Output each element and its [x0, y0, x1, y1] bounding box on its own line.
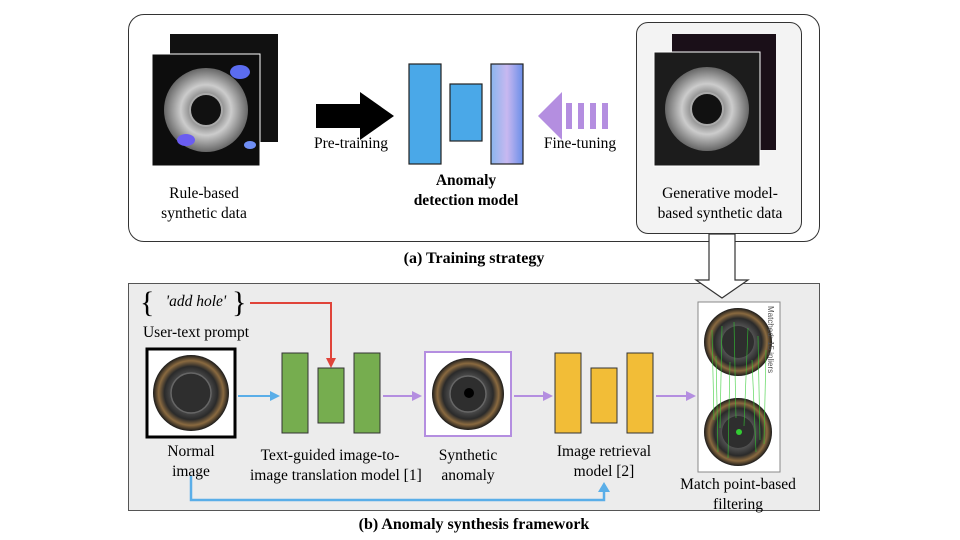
translation-decoder-block	[353, 352, 381, 434]
finetuning-label: Fine-tuning	[543, 135, 617, 152]
pretraining-label: Pre-training	[313, 135, 389, 152]
retrieval-encoder-block	[554, 352, 582, 434]
normal-to-retrieval-arrow	[189, 476, 606, 502]
translation-label-line2: image translation model [1]	[250, 467, 422, 484]
synthetic-label-line1: Synthetic	[438, 447, 498, 464]
retrieval-label-line2: model [2]	[573, 463, 635, 480]
retrieval-bottleneck-block	[590, 367, 618, 424]
transfer-arrow	[694, 233, 750, 299]
filter-label: Match point-based filtering	[670, 475, 806, 515]
translation-label: Text-guided image-to- image translation …	[250, 446, 422, 486]
translation-label-line1: Text-guided image-to-	[260, 447, 400, 464]
translation-encoder-block	[281, 352, 309, 434]
normal-label: Normal image	[150, 442, 232, 482]
rule-based-label: Rule-based synthetic data	[156, 184, 252, 224]
prompt-text: 'add hole'	[165, 293, 227, 310]
model-decoder-block	[490, 63, 524, 165]
rule-label-line1: Rule-based	[169, 185, 239, 202]
generative-label-line2: based synthetic data	[657, 205, 783, 222]
model-label-line1: Anomaly	[435, 172, 497, 189]
matched-text: Matched: 15 inliers	[766, 306, 775, 373]
arrow-to-synthetic	[412, 391, 422, 401]
model-bottleneck-block	[449, 83, 483, 142]
filter-label-line2: filtering	[713, 496, 763, 513]
arrow-to-retrieval	[543, 391, 553, 401]
generative-label: Generative model- based synthetic data	[642, 184, 798, 224]
retrieval-decoder-block	[626, 352, 654, 434]
model-label: Anomaly detection model	[396, 171, 536, 211]
prompt-brace-right: }	[232, 286, 246, 319]
normal-image	[145, 347, 237, 439]
caption-a: (a) Training strategy	[403, 250, 545, 267]
rule-based-image-stack	[151, 34, 278, 167]
prompt-arrow	[250, 302, 332, 360]
arrow-to-filtering	[686, 391, 696, 401]
prompt-label: User-text prompt	[142, 324, 249, 341]
generative-image-stack	[653, 34, 776, 167]
synthetic-label-line2: anomaly	[441, 467, 495, 484]
prompt-brace-left: {	[140, 286, 154, 319]
filtering-image	[697, 301, 781, 473]
translation-bottleneck-block	[317, 367, 345, 424]
normal-label-line2: image	[172, 463, 210, 480]
filter-label-line1: Match point-based	[680, 476, 796, 493]
finetuning-arrow	[538, 92, 608, 140]
model-label-line2: detection model	[413, 192, 519, 209]
synthetic-label: Synthetic anomaly	[424, 446, 512, 486]
rule-label-line2: synthetic data	[161, 205, 247, 222]
caption-b: (b) Anomaly synthesis framework	[358, 516, 590, 533]
retrieval-label: Image retrieval model [2]	[546, 442, 662, 482]
pretraining-arrow	[316, 92, 394, 140]
synthetic-anomaly-image	[424, 351, 512, 437]
model-encoder-block	[408, 63, 442, 165]
arrow-to-translation	[270, 391, 280, 401]
normal-label-line1: Normal	[167, 443, 215, 460]
generative-label-line1: Generative model-	[662, 185, 778, 202]
retrieval-label-line1: Image retrieval	[556, 443, 652, 460]
